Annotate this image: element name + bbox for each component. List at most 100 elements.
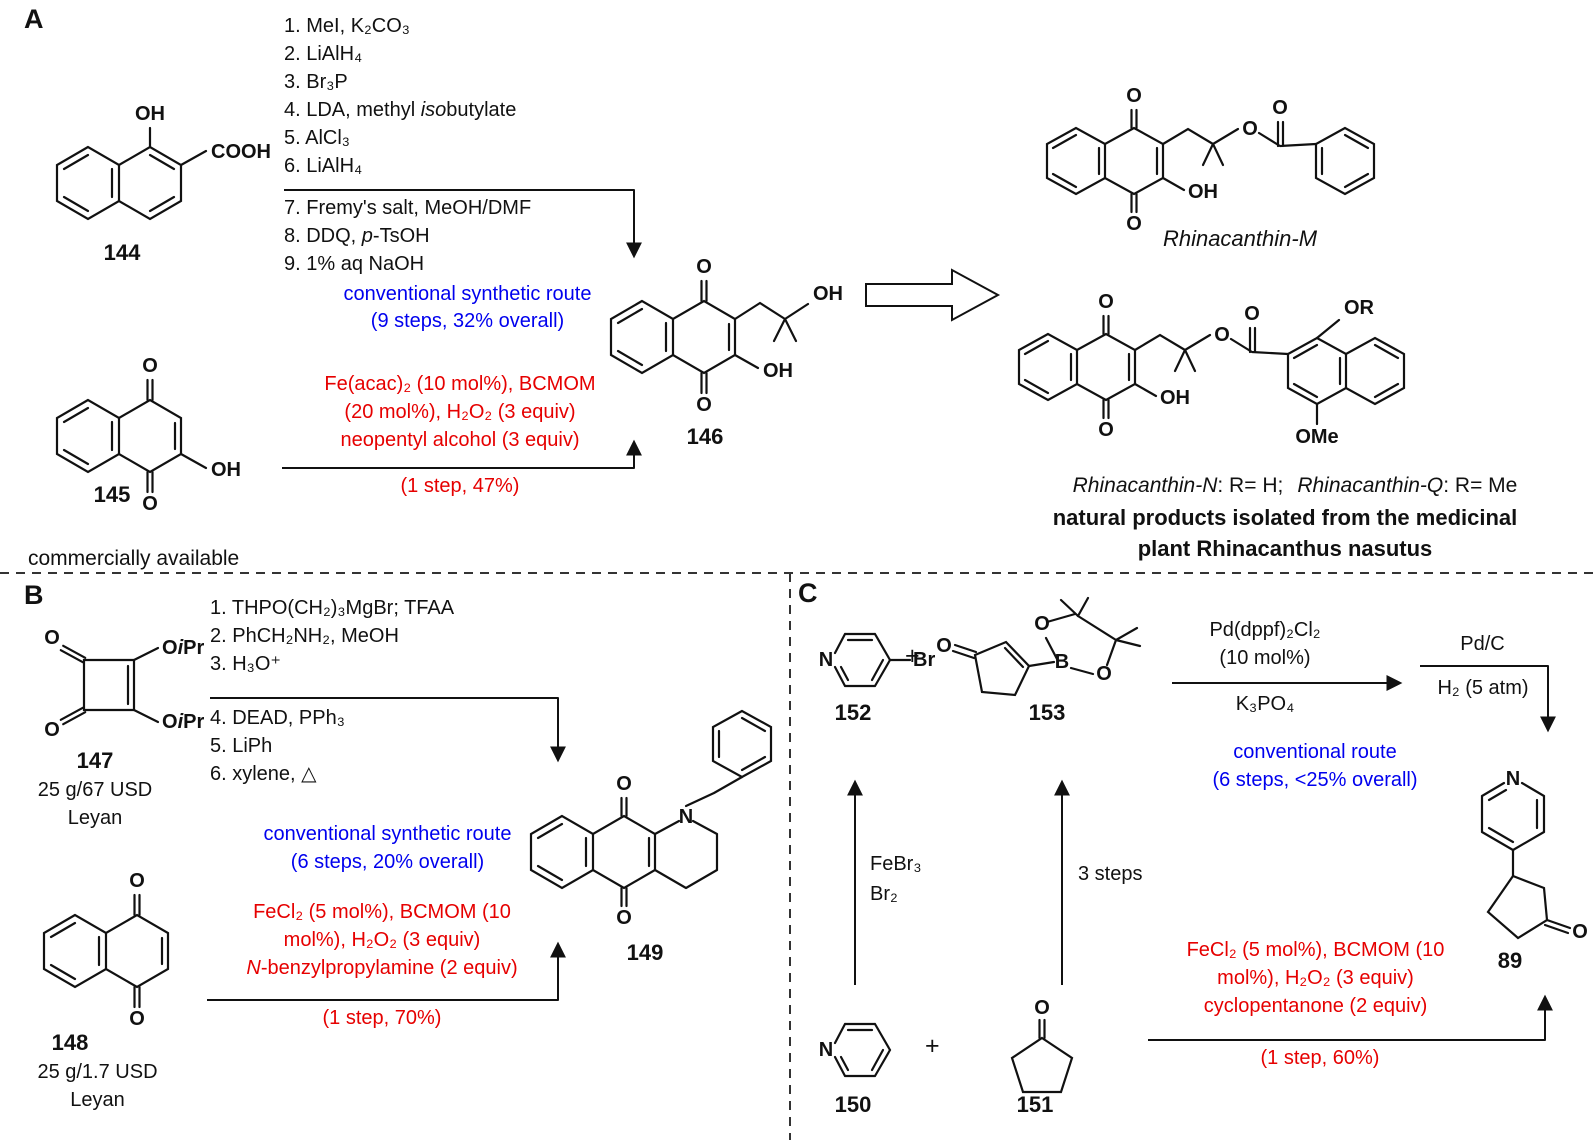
atom-label-n: N <box>819 1039 833 1061</box>
route-step: 3. Br₃P <box>284 70 348 94</box>
bonds-153 <box>951 596 1142 697</box>
atom-label-o: O <box>1214 324 1230 346</box>
bonds-152 <box>833 632 912 688</box>
atom-label-o: O <box>616 907 632 929</box>
step-text: 3. Br₃P <box>284 71 348 93</box>
atom-label-n: N <box>679 806 693 828</box>
panel-c-label: C <box>798 578 818 608</box>
structure-rhinacanthin-nq: O O OH O O OR OMe <box>1017 291 1406 448</box>
rhinacanthin-n-name: Rhinacanthin-N <box>1072 474 1218 497</box>
compound-number-145: 145 <box>93 482 131 507</box>
bonds-145 <box>55 378 208 494</box>
arrow2-condition: H₂ (5 atm) <box>1437 677 1529 699</box>
route-step: 2. PhCH₂NH₂, MeOH <box>210 624 399 648</box>
vert-arrow1-reagent2: Br₂ <box>870 883 898 905</box>
atom-label-o: O <box>44 719 60 741</box>
compound-number-144: 144 <box>103 240 141 265</box>
compound-number-153: 153 <box>1028 700 1066 725</box>
compound-number-151: 151 <box>1016 1092 1054 1117</box>
route-step: 3. H₃O⁺ <box>210 652 281 676</box>
vendor-148: Leyan <box>70 1089 125 1111</box>
atom-label-o: O <box>616 773 632 795</box>
oipr-o: O <box>162 637 178 659</box>
structure-rhinacanthin-m: O O OH O O <box>1045 85 1376 235</box>
atom-label-o: O <box>1098 419 1114 441</box>
compound-number-147: 147 <box>76 748 114 773</box>
compound-number-150: 150 <box>834 1092 872 1117</box>
vert-arrow2-label: 3 steps <box>1078 863 1143 885</box>
step-text: 2. LiAlH₄ <box>284 43 363 65</box>
bonds-89 <box>1480 781 1572 940</box>
atom-label-o: O <box>129 870 145 892</box>
commercially-available-note: commercially available <box>28 547 240 570</box>
arrow1-reagent-line2: (10 mol%) <box>1219 647 1311 669</box>
atom-label-o: O <box>696 256 712 278</box>
oipr-pr: Pr <box>183 637 204 659</box>
route-step: 5. AlCl₃ <box>284 126 350 150</box>
price-147: 25 g/67 USD <box>37 779 153 801</box>
route-note-line1: conventional synthetic route <box>343 283 592 305</box>
iron-conditions-line2: (20 mol%), H₂O₂ (3 equiv) <box>344 401 576 423</box>
step-text: 5. AlCl₃ <box>284 127 350 149</box>
compound-number-146: 146 <box>686 424 724 449</box>
route-step: 7. Fremy's salt, MeOH/DMF <box>284 196 531 220</box>
step-text: 8. DDQ, <box>284 225 362 247</box>
atom-label-o: O <box>142 493 158 515</box>
step-text: -TsOH <box>372 225 430 247</box>
route-step: 6. LiAlH₄ <box>284 154 362 178</box>
atom-label-o: O <box>1242 118 1258 140</box>
plus-sign: + <box>905 642 920 670</box>
price-148: 25 g/1.7 USD <box>37 1061 158 1083</box>
rhinacanthin-nq-caption: Rhinacanthin-N: R= H;Rhinacanthin-Q: R= … <box>995 474 1593 498</box>
atom-label-br: Br <box>913 649 935 671</box>
structure-150: N <box>819 1022 892 1078</box>
atom-label-ome: OMe <box>1295 426 1338 448</box>
route-note-line1: conventional synthetic route <box>263 823 512 845</box>
structure-89: N O <box>1480 768 1588 943</box>
oipr-i: i <box>178 637 184 659</box>
vert-arrow1-reagent1: FeBr₃ <box>870 853 922 875</box>
oipr-pr: Pr <box>183 711 204 733</box>
atom-label-o: O <box>142 355 158 377</box>
step-text: 1. MeI, K₂CO₃ <box>284 15 410 37</box>
atom-label-oh: OH <box>763 360 793 382</box>
step-text-italic: p <box>361 225 373 247</box>
atom-label-o: O <box>1244 303 1260 325</box>
step-text: 6. LiAlH₄ <box>284 155 363 177</box>
atom-label-oipr: OiPr <box>162 711 204 733</box>
route-step: 4. LDA, methyl isobutylate <box>284 98 516 122</box>
atom-label-o: O <box>1272 97 1288 119</box>
panel-b-label: B <box>24 580 44 610</box>
structure-146: O O OH OH <box>609 256 843 416</box>
route-step: 2. LiAlH₄ <box>284 42 362 66</box>
structure-149: O O N <box>529 709 773 929</box>
route-step: 9. 1% aq NaOH <box>284 252 424 276</box>
structure-151: O <box>1010 997 1074 1094</box>
atom-label-oipr: OiPr <box>162 637 204 659</box>
route-step: 6. xylene, △ <box>210 762 317 786</box>
structure-147: O O OiPr OiPr <box>44 627 204 741</box>
iron-conditions-line3: N-benzylpropylamine (2 equiv) <box>207 956 557 980</box>
iron-conditions-line3: neopentyl alcohol (3 equiv) <box>340 429 580 451</box>
atom-label-oh: OH <box>135 103 165 125</box>
step-text: 3. H₃O⁺ <box>210 653 281 675</box>
compound-number-152: 152 <box>834 700 872 725</box>
plus-sign: + <box>925 1032 940 1060</box>
atom-label-oh: OH <box>211 459 241 481</box>
arrow2-reagent: Pd/C <box>1460 633 1505 655</box>
compound-number-148: 148 <box>51 1030 89 1055</box>
oipr-i: i <box>178 711 184 733</box>
iron-conditions-line2: mol%), H₂O₂ (3 equiv) <box>283 929 481 951</box>
step-text: 7. Fremy's salt, MeOH/DMF <box>284 197 532 219</box>
atom-label-o: O <box>44 627 60 649</box>
structure-152: N Br <box>819 632 935 688</box>
route-step: 8. DDQ, p-TsOH <box>284 224 430 248</box>
route-note-line2: (6 steps, <25% overall) <box>1212 769 1418 791</box>
step-text: 4. DEAD, PPh₃ <box>210 707 345 729</box>
iron-conditions-line1: Fe(acac)₂ (10 mol%), BCMOM <box>324 373 596 395</box>
iron-conditions-line1: FeCl₂ (5 mol%), BCMOM (10 <box>253 901 511 923</box>
step-text: 6. xylene, △ <box>210 763 317 785</box>
structure-145: O O OH <box>55 355 241 515</box>
atom-label-oh: OH <box>1188 181 1218 203</box>
